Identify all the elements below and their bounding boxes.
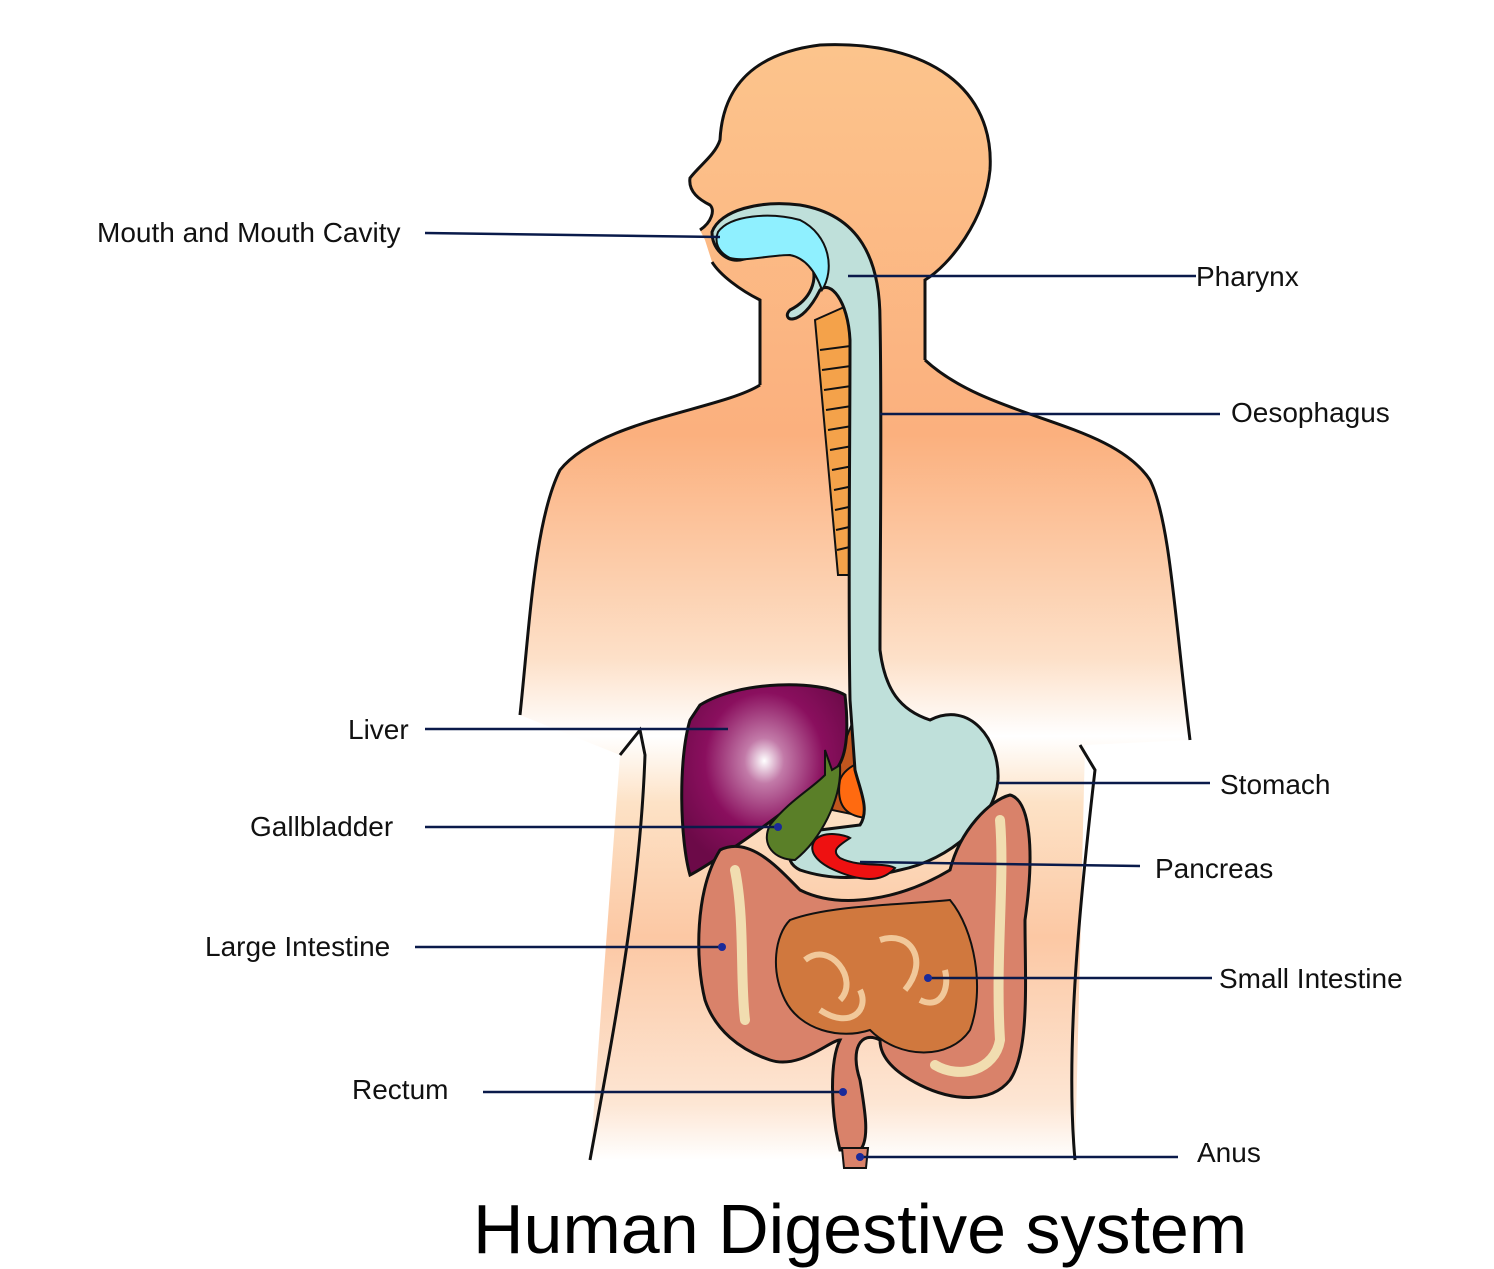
label-rectum: Rectum [352,1074,448,1105]
anus [840,1147,870,1169]
mouth-cavity [715,214,830,293]
body-outline [518,43,1192,1161]
label-gallbladder: Gallbladder [250,811,393,842]
small-intestine-loops [803,935,950,1022]
leader-lines [415,231,1220,1161]
label-liver: Liver [348,714,409,745]
label-oesophagus: Oesophagus [1231,397,1390,428]
diagram-title: Human Digestive system [473,1190,1247,1268]
label-large-intestine: Large Intestine [205,931,390,962]
label-anus: Anus [1197,1137,1261,1168]
label-mouth: Mouth and Mouth Cavity [97,217,401,248]
gallbladder [765,749,842,862]
label-pancreas: Pancreas [1155,853,1273,884]
pancreas [811,833,897,880]
large-intestine-highlight [730,815,1007,1077]
alimentary-tract [710,202,1000,879]
label-stomach: Stomach [1220,769,1331,800]
label-pharynx: Pharynx [1196,261,1299,292]
label-small-intestine: Small Intestine [1219,963,1403,994]
